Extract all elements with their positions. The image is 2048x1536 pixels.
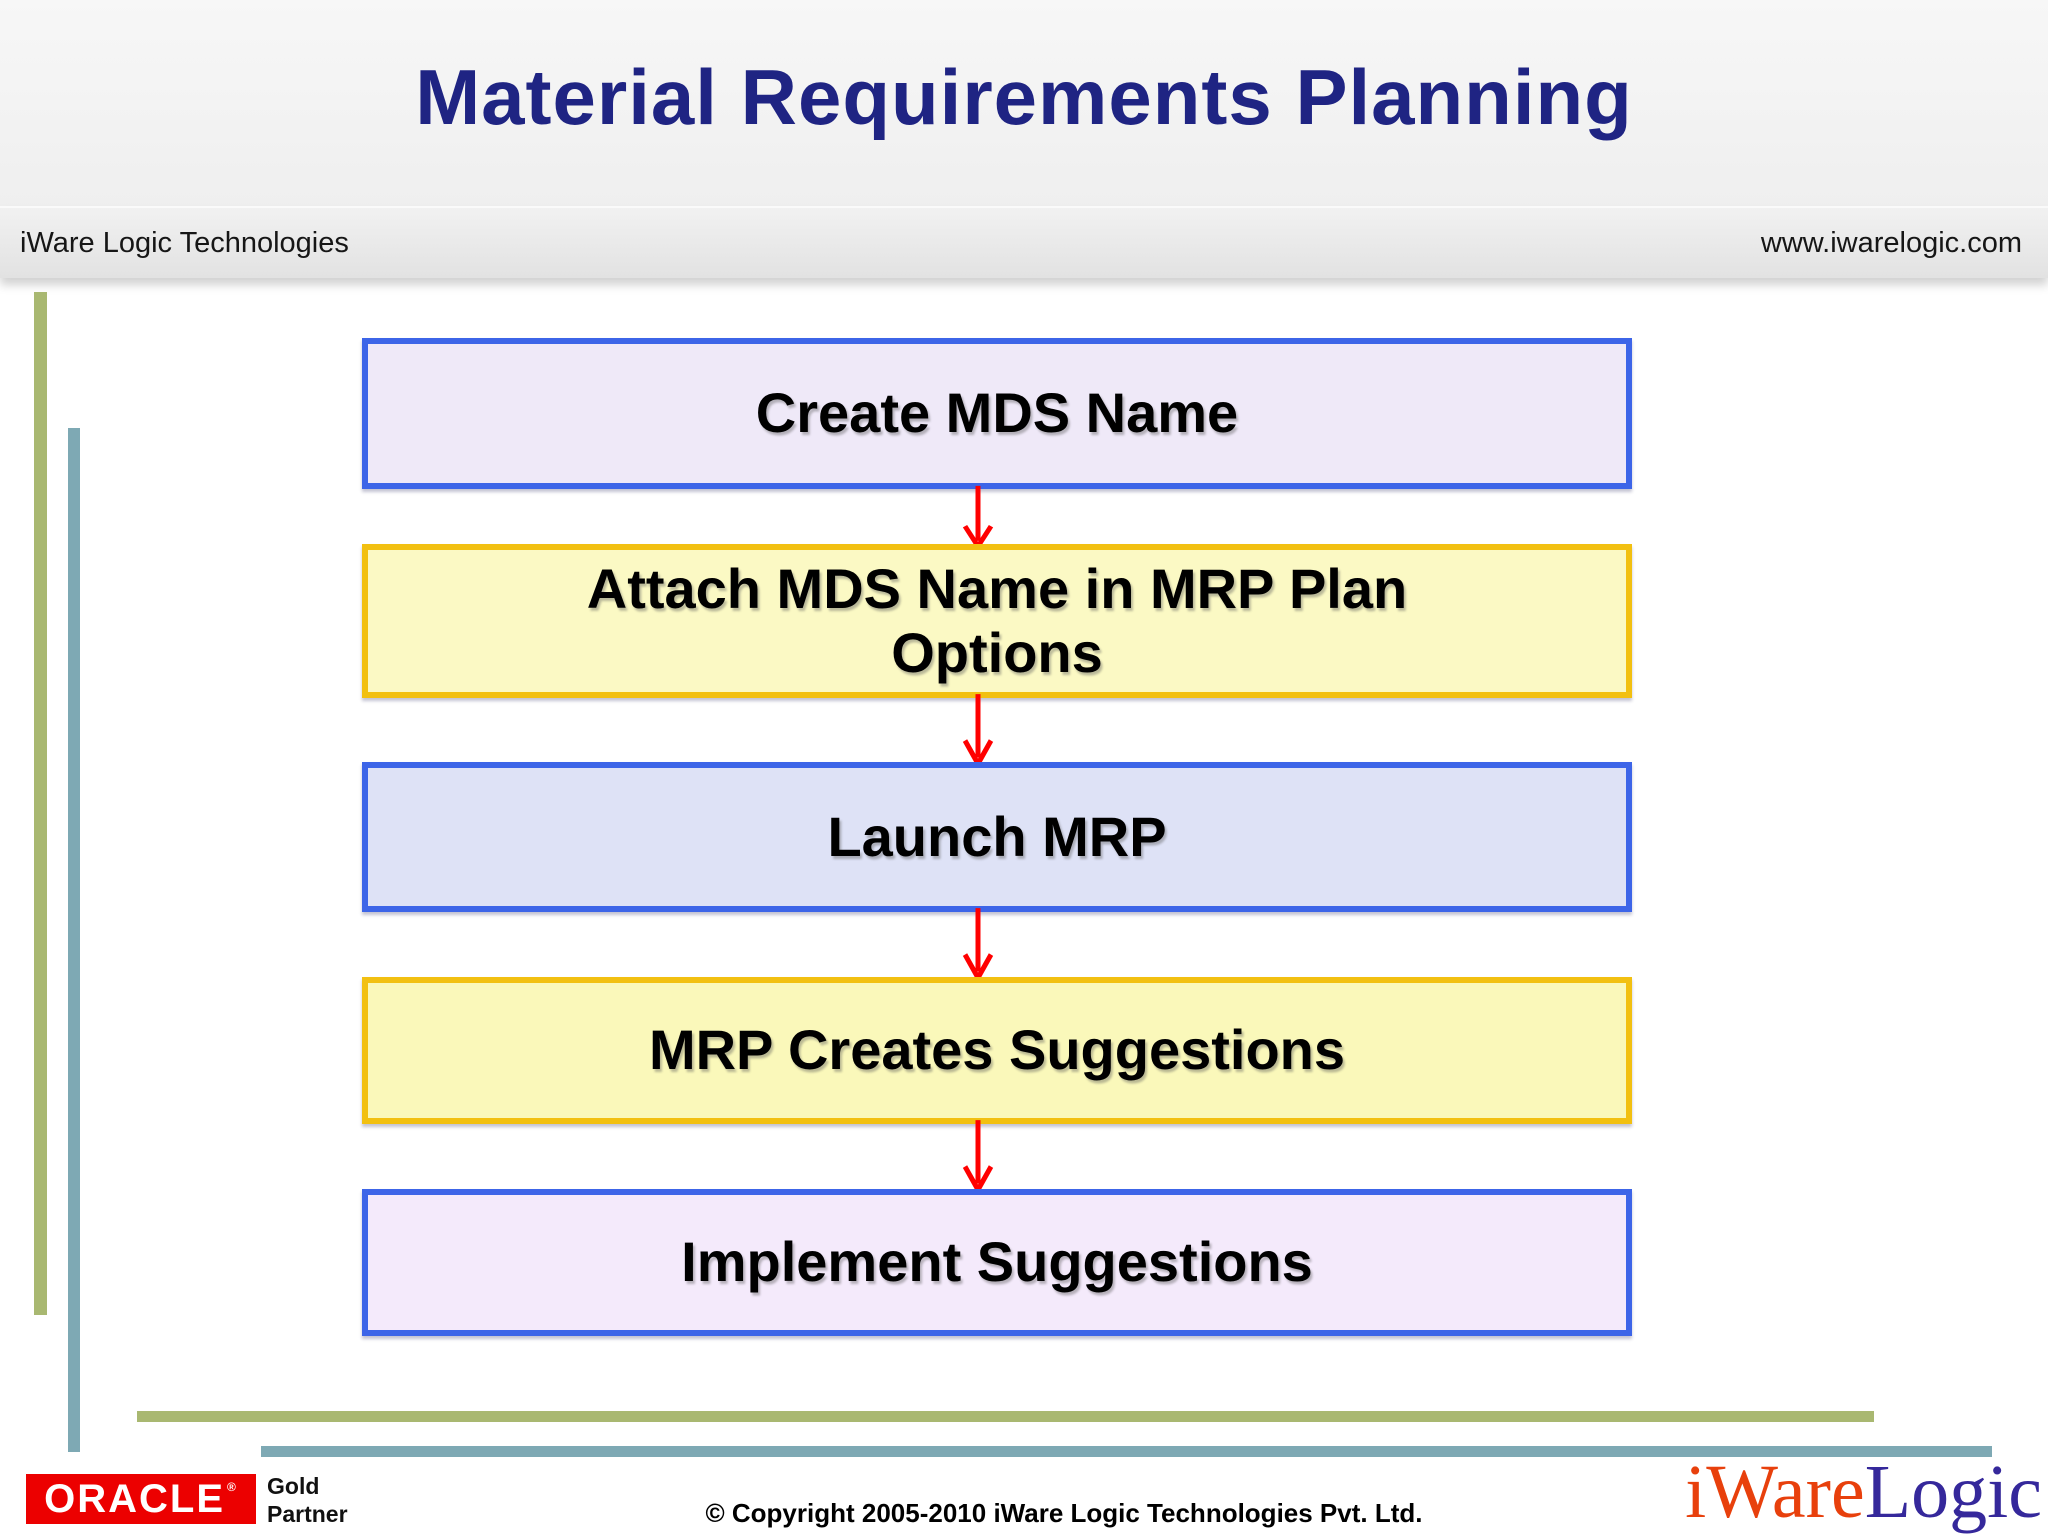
flow-step-label: Create MDS Name — [755, 381, 1239, 445]
page-title: Material Requirements Planning — [415, 53, 1633, 141]
copyright-text: © Copyright 2005-2010 iWare Logic Techno… — [705, 1498, 1423, 1528]
registered-mark-icon: ® — [227, 1480, 238, 1494]
flow-step-mrp-creates-suggestions: MRP Creates Suggestions — [362, 977, 1632, 1124]
flow-step-label: Launch MRP — [827, 804, 1167, 868]
down-arrow-icon — [960, 1118, 996, 1195]
flow-step-label: Implement Suggestions — [681, 1230, 1313, 1294]
title-band: Material Requirements Planning — [0, 0, 2048, 206]
down-arrow-icon — [960, 692, 996, 769]
oracle-logo-text: ORACLE — [44, 1476, 226, 1521]
company-name: iWare Logic Technologies — [20, 226, 349, 259]
down-arrow-icon — [960, 906, 996, 983]
flow-step-implement-suggestions: Implement Suggestions — [362, 1189, 1632, 1336]
accent-line-vertical-olive — [34, 292, 47, 1315]
accent-line-horizontal-olive — [137, 1411, 1874, 1422]
oracle-partner-label: Gold Partner — [267, 1472, 348, 1528]
flow-step-label: MRP Creates Suggestions — [648, 1018, 1346, 1082]
accent-line-vertical-teal — [68, 428, 80, 1452]
flow-step-launch-mrp: Launch MRP — [362, 762, 1632, 912]
header-bar: iWare Logic Technologies www.iwarelogic.… — [0, 206, 2048, 278]
iwarelogic-logo-part1: iWare — [1685, 1450, 1865, 1534]
accent-line-horizontal-teal — [261, 1446, 1992, 1457]
iwarelogic-logo: iWareLogic — [1685, 1452, 2042, 1532]
flow-step-create-mds-name: Create MDS Name — [362, 338, 1632, 489]
down-arrow-icon — [960, 484, 996, 551]
oracle-logo: ORACLE® — [26, 1474, 256, 1524]
partner-line-2: Partner — [267, 1501, 348, 1527]
partner-line-1: Gold — [267, 1473, 320, 1499]
flow-step-attach-mds-name: Attach MDS Name in MRP Plan Options — [362, 544, 1632, 698]
website-url: www.iwarelogic.com — [1760, 226, 2022, 259]
iwarelogic-logo-part2: Logic — [1864, 1450, 2042, 1534]
flow-step-label: Attach MDS Name in MRP Plan Options — [586, 556, 1408, 684]
